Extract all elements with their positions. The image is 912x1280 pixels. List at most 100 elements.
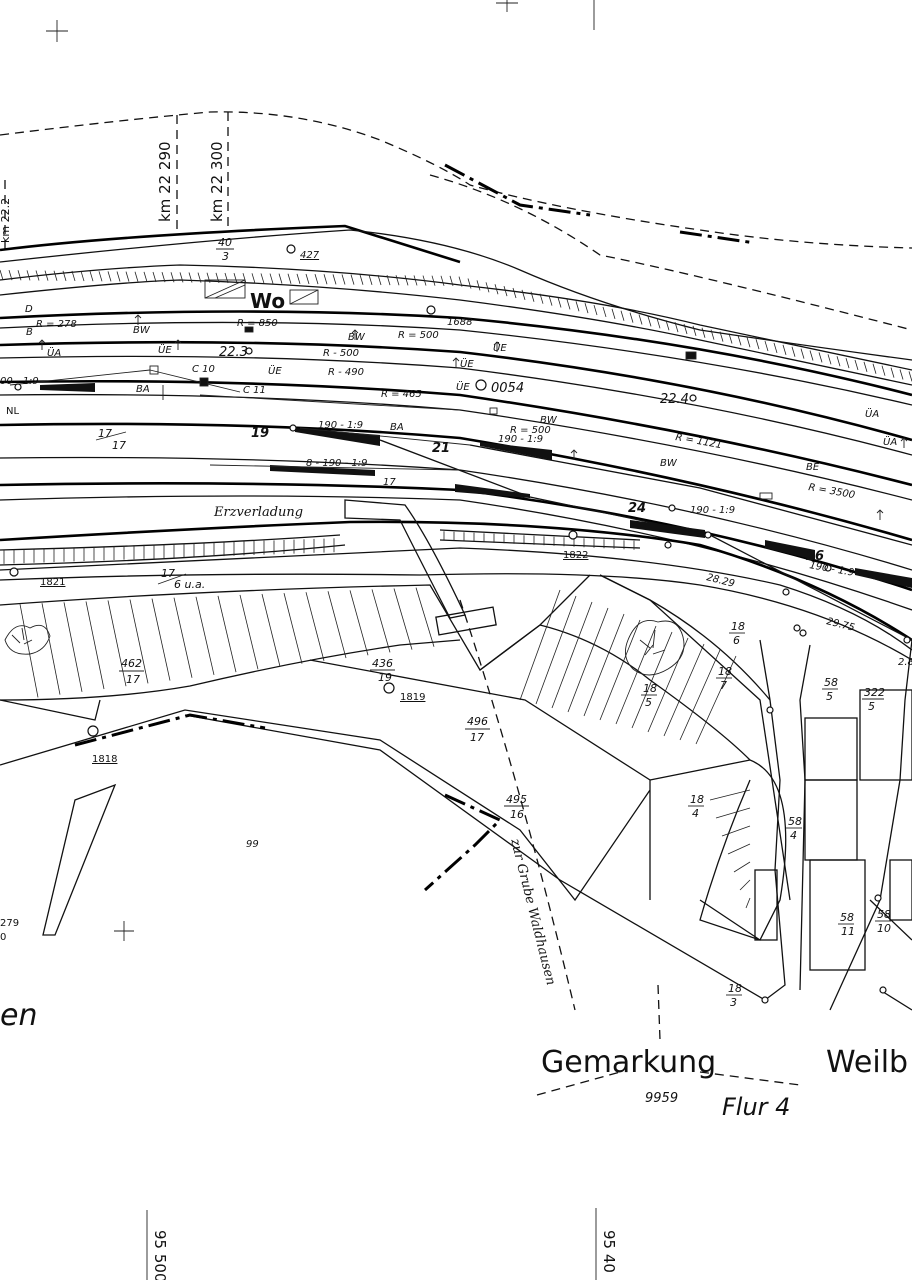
small-number-279: 279 — [0, 918, 19, 929]
boundary-dashdot — [444, 163, 591, 217]
wedge-1 — [40, 383, 95, 392]
path-right — [699, 639, 912, 1011]
svg-text:18: 18 — [643, 682, 657, 695]
radius-1: R = 278 — [36, 319, 77, 330]
radius-4: R - 500 — [323, 348, 359, 359]
wedge-2 — [295, 428, 380, 446]
loading-band-left — [0, 534, 346, 566]
platform-band-top — [0, 264, 912, 371]
label-gemarkung: Gemarkung — [541, 1045, 716, 1080]
track-code-b: B — [26, 327, 33, 338]
radius-9: R = 3500 — [807, 482, 855, 501]
signal-arrows — [38, 314, 908, 520]
svg-text:58: 58 — [824, 676, 838, 689]
grid-coord-right: 95 40 — [600, 1230, 618, 1273]
switch-line-1 — [9, 369, 471, 446]
embankment-edge — [0, 229, 912, 361]
label-partial-en: en — [0, 998, 37, 1033]
svg-text:17: 17 — [126, 673, 140, 686]
ramp-dashes — [459, 599, 576, 1011]
survey-points — [9, 244, 911, 1004]
embankment-top — [0, 224, 461, 264]
grid-cross-top-left — [46, 20, 68, 42]
platform-hatching — [0, 269, 912, 382]
fraction-18-3: 18 3 — [726, 982, 742, 1009]
slope-hatching-left — [19, 587, 435, 698]
track-code-bw-2: BW — [348, 332, 366, 343]
gradient-2: 190 - 1:9 — [318, 420, 363, 431]
fraction-18-5: 18 5 — [641, 682, 657, 709]
track-5 — [0, 379, 912, 487]
km-label-partial: km 22.2 — [0, 198, 12, 243]
track-10 — [0, 495, 912, 611]
track-8 — [0, 456, 912, 571]
track-code-ba-2: BA — [390, 422, 404, 433]
fraction-462-17: 462 17 — [119, 657, 144, 686]
svg-text:58: 58 — [788, 815, 802, 828]
small-number-0: 0 — [0, 932, 6, 943]
svg-text:18: 18 — [718, 665, 732, 678]
track-code-ba-1: BA — [136, 384, 150, 395]
track-symbols — [149, 279, 773, 500]
track-code-ua-2: ÜA — [865, 407, 879, 420]
gradient-4: 8 - 190 - 1:9 — [306, 458, 367, 469]
fraction-322-5: 322 5 — [862, 686, 885, 713]
slope-outline-right — [539, 574, 787, 941]
tree-symbol-left — [4, 624, 51, 655]
track-code-ue-4: ÜE — [493, 341, 507, 354]
boundary-dashed-top — [0, 111, 912, 249]
track-code-d: D — [25, 304, 33, 315]
number-24: 24 — [628, 501, 646, 516]
parcel-boundary-dashdot-lower — [74, 713, 266, 747]
grid-cross-bottom-left — [114, 921, 134, 941]
wedge-5 — [455, 484, 530, 498]
number-19: 19 — [251, 426, 269, 441]
fraction-17-6ua: 17 6 u.a. — [157, 567, 205, 591]
parcel-99: 99 — [246, 839, 259, 850]
gradient-5: 190 - 1:9 — [690, 505, 735, 516]
wedge-3 — [480, 442, 552, 460]
grid-cross-top — [496, 0, 518, 12]
radius-5: R - 490 — [328, 367, 364, 378]
distance-29-75: 29.75 — [825, 616, 855, 634]
track-code-c11: C 11 — [243, 385, 266, 396]
track-3 — [0, 340, 912, 442]
svg-text:16: 16 — [510, 808, 524, 821]
label-erzverladung: Erzverladung — [213, 505, 303, 520]
svg-text:7: 7 — [720, 679, 727, 692]
km-label-22300: km 22 300 — [208, 141, 226, 222]
small-number-17-a: 17 — [383, 477, 396, 488]
fraction-18-6: 18 6 — [729, 620, 745, 647]
svg-text:462: 462 — [121, 657, 142, 670]
svg-text:6 u.a.: 6 u.a. — [174, 578, 205, 591]
km-22-4: 22.4 — [660, 392, 689, 407]
wedge-7 — [765, 540, 815, 560]
loading-platform — [435, 606, 497, 636]
gradient-3: 190 - 1:9 — [498, 434, 543, 445]
track-1 — [0, 310, 912, 397]
parcel-1822: 1822 — [563, 550, 588, 561]
track-12 — [0, 547, 912, 651]
gradient-6: 190 - 1:9 — [808, 560, 854, 579]
svg-text:58: 58 — [840, 911, 854, 924]
slope-hatching-right — [519, 589, 751, 909]
fraction-436-19: 436 19 — [370, 657, 395, 684]
label-zur-grube: zur Grube Waldhausen — [507, 836, 558, 987]
tree-symbol-right — [624, 620, 685, 676]
svg-text:5: 5 — [826, 690, 833, 703]
svg-text:17: 17 — [161, 567, 175, 580]
fraction-18-4: 18 4 — [688, 793, 704, 820]
svg-text:496: 496 — [467, 715, 488, 728]
track-code-ue-5: ÜE — [456, 380, 470, 393]
radius-3: R = 500 — [398, 330, 439, 341]
boundary-dashdot-2 — [679, 230, 756, 245]
number-26: 26 — [806, 549, 824, 564]
track-code-ua-1: ÜA — [47, 346, 61, 359]
fraction-40-3: 40 3 — [216, 236, 234, 263]
svg-text:18: 18 — [728, 982, 742, 995]
fraction-58-4: 58 4 — [786, 815, 802, 842]
distance-2-8: 2.8 — [898, 657, 912, 668]
track-code-bw-3: BW — [540, 415, 558, 426]
track-code-c10: C 10 — [192, 364, 215, 375]
